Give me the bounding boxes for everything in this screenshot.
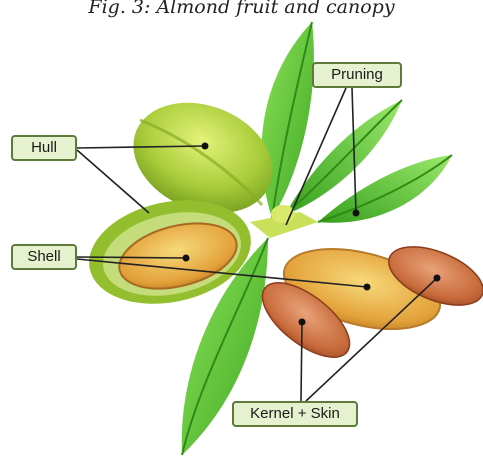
- shell-leader-1: [77, 257, 186, 258]
- shell-dot-2: [364, 284, 371, 291]
- hull-dot: [202, 143, 209, 150]
- label-pruning: Pruning: [312, 62, 402, 88]
- shell-dot-1: [183, 255, 190, 262]
- label-kernel-skin: Kernel + Skin: [232, 401, 358, 427]
- kernel-dot-1: [299, 319, 306, 326]
- kernel-dot-2: [434, 275, 441, 282]
- label-shell: Shell: [11, 244, 77, 270]
- label-hull: Hull: [11, 135, 77, 161]
- pruning-dot: [353, 210, 360, 217]
- kernel-leader-1: [301, 322, 302, 401]
